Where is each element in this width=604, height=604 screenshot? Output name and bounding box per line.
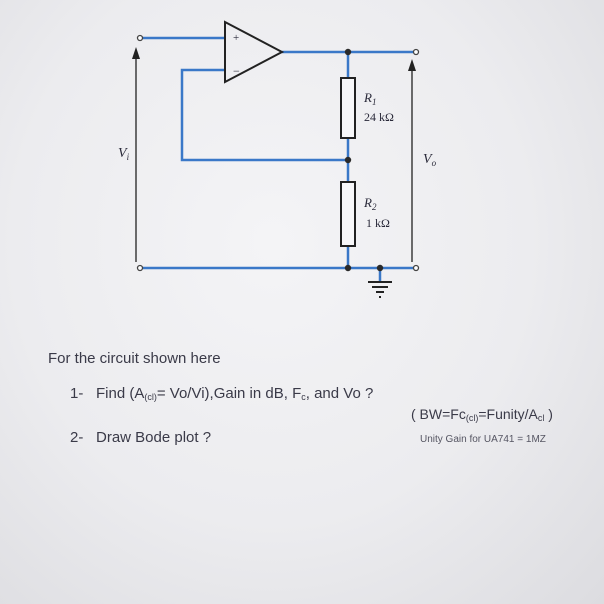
- question-1-part-a: Find (A: [96, 385, 145, 402]
- question-1-part-b: = Vo/Vi),Gain in dB, F: [156, 385, 302, 402]
- ground-symbol: [368, 281, 392, 298]
- op-amp-minus: −: [233, 64, 240, 78]
- bandwidth-sub-b: cl: [537, 413, 545, 423]
- vi-label: Vi: [118, 146, 130, 162]
- junction-feedback: [344, 156, 352, 164]
- feedback-wire: [180, 68, 348, 162]
- terminal-vi-top: [136, 34, 144, 42]
- junction-ground: [376, 264, 384, 272]
- vo-label: Vo: [423, 152, 437, 168]
- r2-resistor: [340, 181, 356, 247]
- r2-label: R2: [363, 195, 377, 212]
- intro-text: For the circuit shown here: [48, 350, 221, 367]
- question-2: 2- Draw Bode plot ?: [70, 429, 211, 446]
- question-1-sub-b: c: [301, 392, 306, 402]
- question-1-part-c: , and Vo ?: [305, 385, 374, 402]
- r1-label: R1: [363, 90, 376, 107]
- question-1-number: 1-: [70, 385, 84, 402]
- junction-output: [344, 48, 352, 56]
- question-2-number: 2-: [70, 429, 84, 446]
- op-amp-plus: +: [233, 32, 239, 44]
- r1-value: 24 kΩ: [364, 110, 394, 124]
- vo-arrowhead: [408, 59, 416, 71]
- r2-value: 1 kΩ: [366, 216, 390, 230]
- circuit-wires: [142, 36, 414, 281]
- bandwidth-part-a: ( BW=Fc: [411, 406, 466, 422]
- vi-arrowhead: [132, 47, 140, 59]
- question-1: 1- Find (A(cl)= Vo/Vi),Gain in dB, Fc, an…: [70, 385, 373, 402]
- r1-resistor: [340, 77, 356, 139]
- bandwidth-part-b: =Funity/A: [478, 406, 538, 422]
- terminal-vo-bottom: [412, 264, 420, 272]
- bandwidth-part-c: ): [544, 406, 553, 422]
- junction-bottom: [344, 264, 352, 272]
- question-2-text: Draw Bode plot ?: [96, 429, 212, 446]
- bandwidth-sub-a: (cl): [465, 413, 479, 423]
- unity-gain-note: Unity Gain for UA741 = 1MZ: [420, 434, 546, 445]
- op-amp-symbol: [224, 20, 285, 84]
- bandwidth-formula: ( BW=Fc(cl)=Funity/Acl ): [411, 406, 553, 423]
- terminal-vi-bottom: [136, 264, 144, 272]
- terminal-vo-top: [412, 48, 420, 56]
- question-1-sub-a: (cl): [144, 392, 157, 402]
